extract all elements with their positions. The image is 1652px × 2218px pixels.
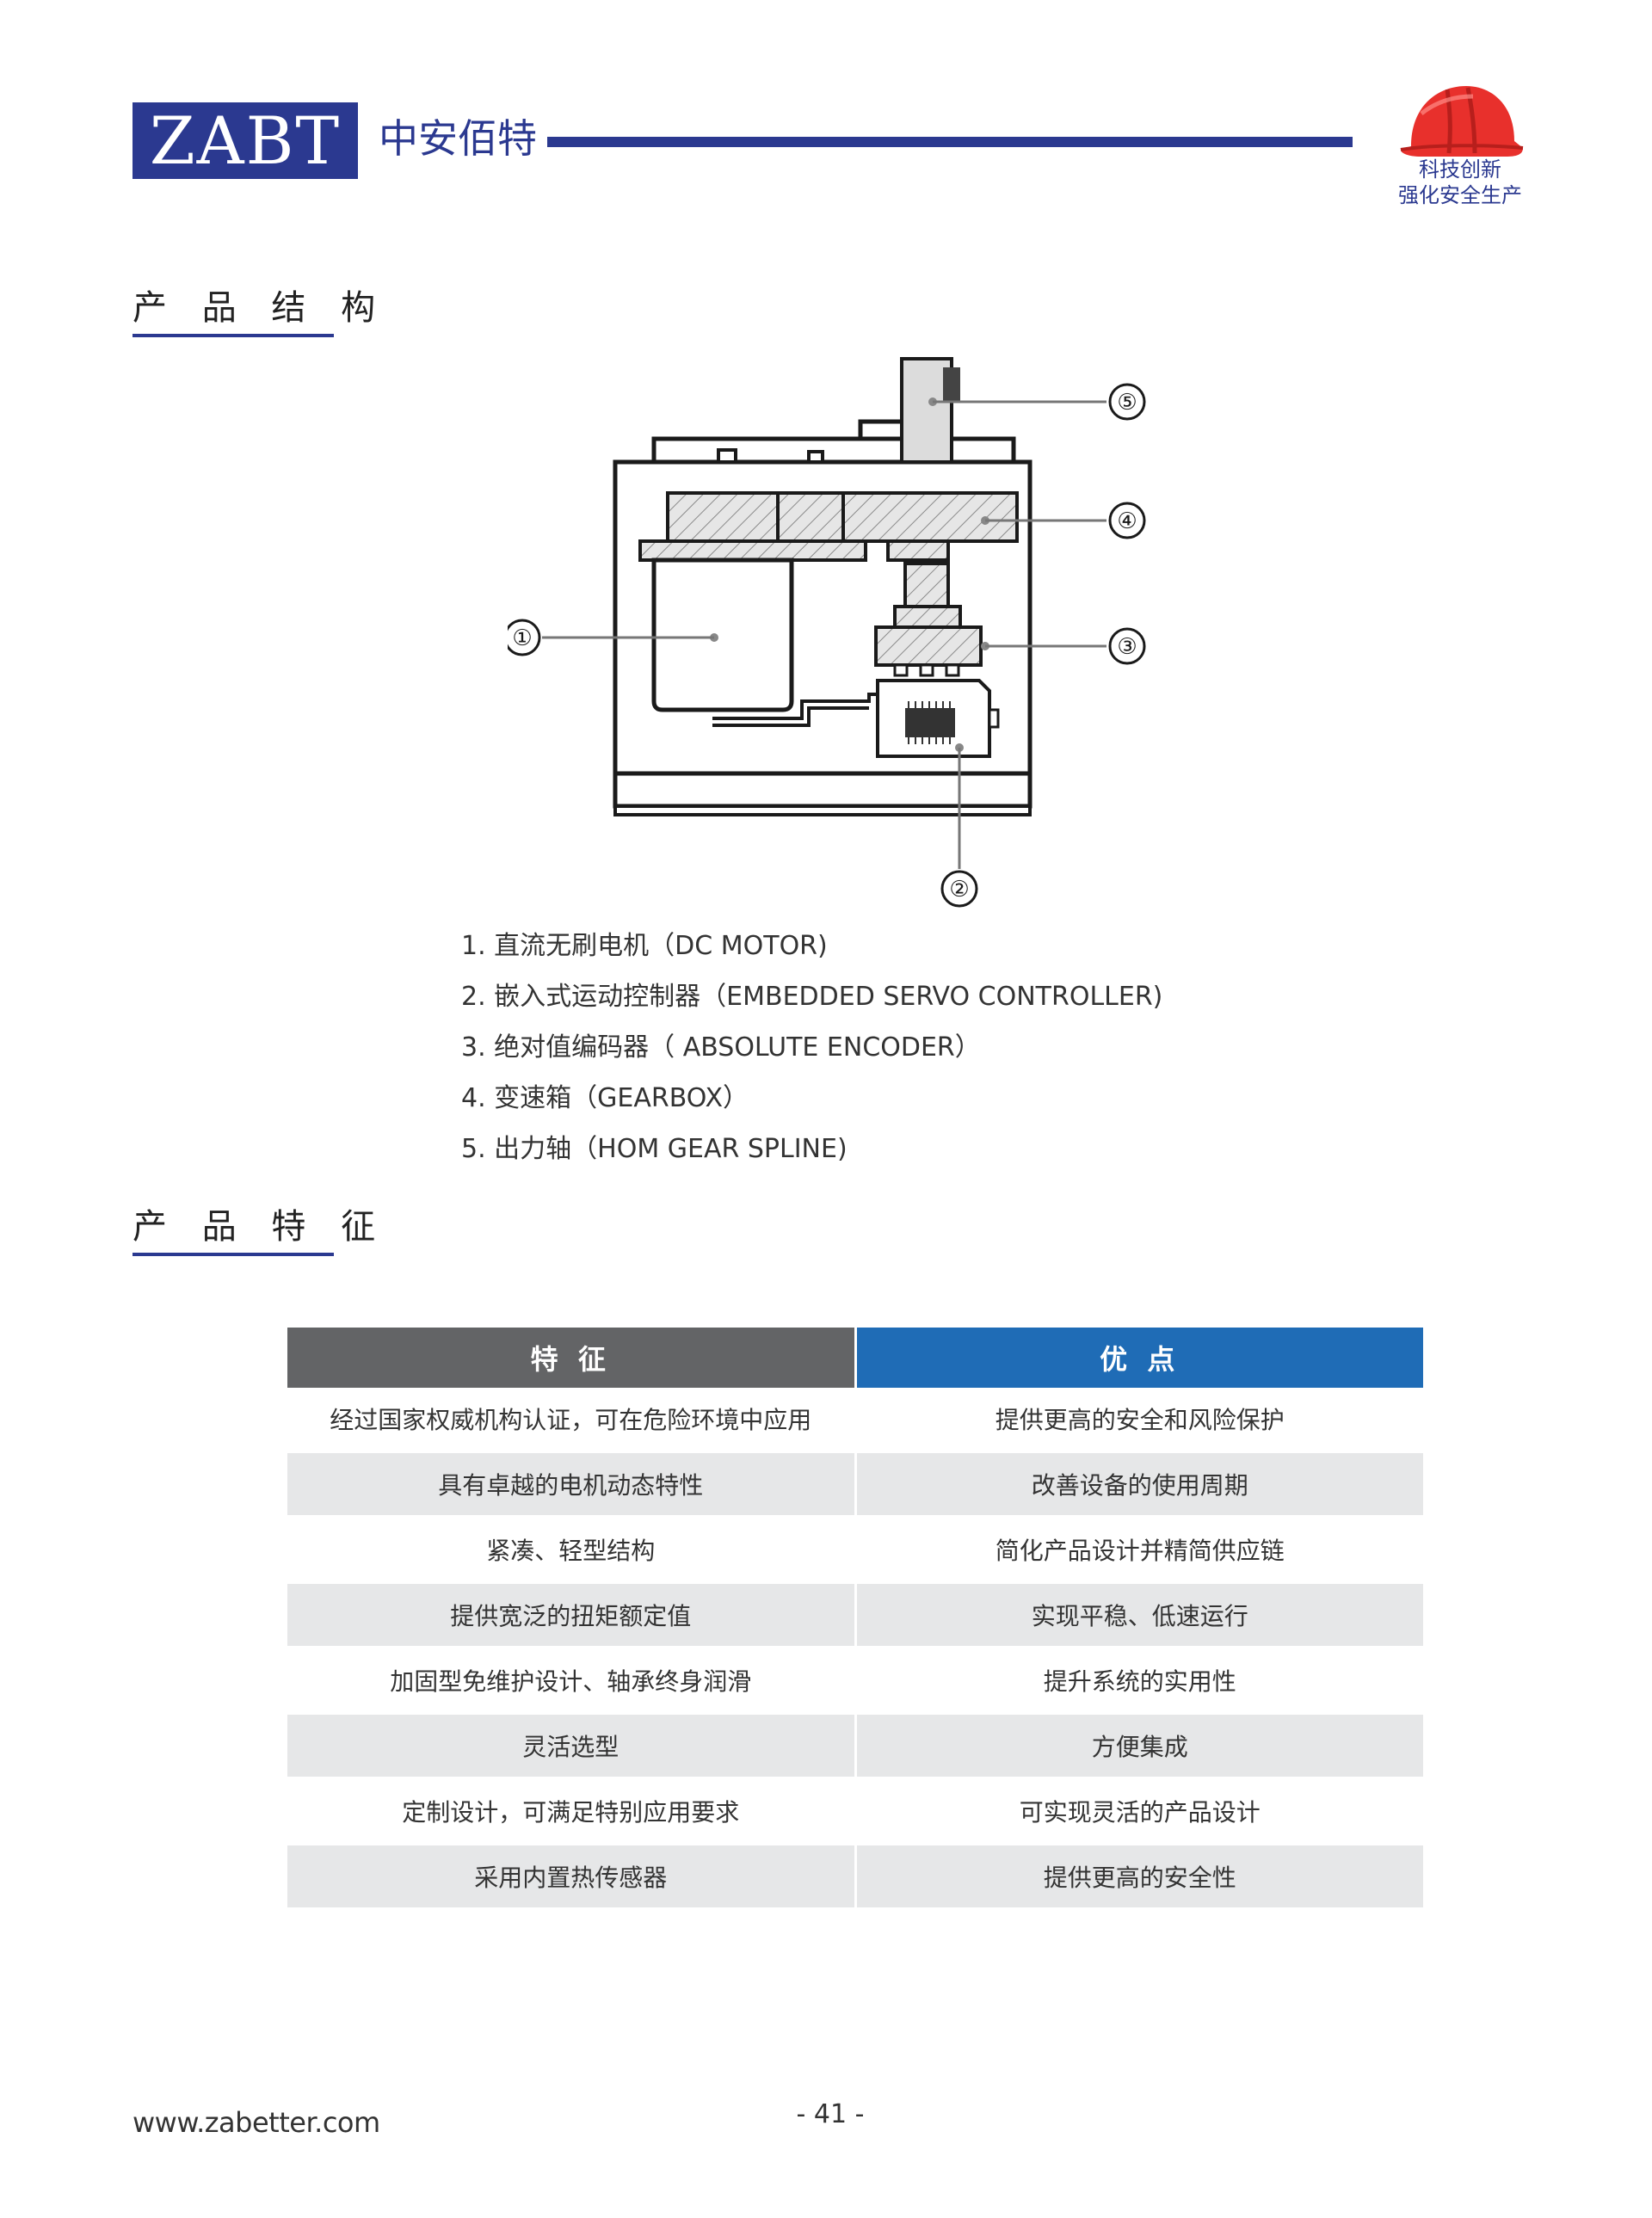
safety-helmet-icon xyxy=(1400,86,1524,157)
advantage-cell: 提供更高的安全和风险保护 xyxy=(855,1388,1423,1453)
header-divider-bar xyxy=(547,137,1353,147)
gearbox xyxy=(638,491,1019,562)
advantage-cell: 改善设备的使用周期 xyxy=(855,1451,1423,1519)
table-row: 采用内置热传感器 提供更高的安全性 xyxy=(287,1844,1423,1911)
section-underline-structure xyxy=(133,334,334,337)
advantage-cell: 简化产品设计并精简供应链 xyxy=(855,1517,1423,1584)
table-header-row: 特 征 优 点 xyxy=(287,1328,1423,1388)
feature-cell: 定制设计，可满足特别应用要求 xyxy=(287,1778,857,1845)
column-header-advantage: 优 点 xyxy=(855,1328,1423,1388)
feature-cell: 提供宽泛的扭矩额定值 xyxy=(287,1582,857,1649)
slogan-line-1: 科技创新 xyxy=(1419,157,1501,182)
table-row: 加固型免维护设计、轴承终身润滑 提升系统的实用性 xyxy=(287,1648,1423,1715)
table-row: 提供宽泛的扭矩额定值 实现平稳、低速运行 xyxy=(287,1582,1423,1649)
feature-cell: 具有卓越的电机动态特性 xyxy=(287,1451,857,1519)
callout-3: ③ xyxy=(1117,634,1137,660)
slogan-line-2: 强化安全生产 xyxy=(1398,183,1522,207)
component-item: 5. 出力轴（HOM GEAR SPLINE) xyxy=(461,1134,848,1164)
product-structure-diagram: ① ② ③ ④ ⑤ xyxy=(508,357,1146,908)
output-shaft xyxy=(900,357,960,464)
advantage-cell: 方便集成 xyxy=(855,1713,1423,1780)
callout-1: ① xyxy=(512,625,532,651)
table-row: 具有卓越的电机动态特性 改善设备的使用周期 xyxy=(287,1451,1423,1519)
feature-cell: 采用内置热传感器 xyxy=(287,1844,857,1911)
component-item: 4. 变速箱（GEARBOX） xyxy=(461,1083,749,1113)
callout-markers xyxy=(508,383,1146,908)
component-item: 1. 直流无刷电机（DC MOTOR) xyxy=(461,931,828,961)
advantage-cell: 可实现灵活的产品设计 xyxy=(855,1778,1423,1845)
advantage-cell: 实现平稳、低速运行 xyxy=(855,1582,1423,1649)
section-title-features: 产 品 特 征 xyxy=(133,1207,388,1247)
feature-cell: 灵活选型 xyxy=(287,1713,857,1780)
logo-text: ZABT xyxy=(149,102,342,179)
callout-5: ⑤ xyxy=(1117,390,1137,416)
table-row: 紧凑、轻型结构 简化产品设计并精简供应链 xyxy=(287,1517,1423,1584)
advantage-cell: 提供更高的安全性 xyxy=(855,1844,1423,1911)
advantage-cell: 提升系统的实用性 xyxy=(855,1648,1423,1715)
callout-4: ④ xyxy=(1117,508,1137,534)
page-number: - 41 - xyxy=(796,2099,865,2129)
embedded-servo-controller xyxy=(876,679,1000,758)
feature-cell: 加固型免维护设计、轴承终身润滑 xyxy=(287,1648,857,1715)
dc-motor xyxy=(651,558,794,712)
section-underline-features xyxy=(133,1253,334,1256)
section-title-structure: 产 品 结 构 xyxy=(133,288,388,328)
absolute-encoder xyxy=(874,562,989,677)
callout-2: ② xyxy=(949,877,969,903)
table-row: 经过国家权威机构认证，可在危险环境中应用 提供更高的安全和风险保护 xyxy=(287,1388,1423,1453)
component-item: 2. 嵌入式运动控制器（EMBEDDED SERVO CONTROLLER) xyxy=(461,982,1163,1012)
slogan: 科技创新 强化安全生产 xyxy=(1387,157,1533,208)
component-item: 3. 绝对值编码器（ ABSOLUTE ENCODER） xyxy=(461,1032,981,1063)
feature-cell: 紧凑、轻型结构 xyxy=(287,1517,857,1584)
company-name-cn: 中安佰特 xyxy=(379,115,537,162)
feature-table: 特 征 优 点 经过国家权威机构认证，可在危险环境中应用 提供更高的安全和风险保… xyxy=(287,1328,1423,1911)
company-logo: ZABT xyxy=(133,102,358,179)
website-link[interactable]: www.zabetter.com xyxy=(133,2106,380,2139)
table-row: 灵活选型 方便集成 xyxy=(287,1713,1423,1780)
column-header-feature: 特 征 xyxy=(287,1328,857,1388)
table-row: 定制设计，可满足特别应用要求 可实现灵活的产品设计 xyxy=(287,1778,1423,1845)
component-list: 1. 直流无刷电机（DC MOTOR) 2. 嵌入式运动控制器（EMBEDDED… xyxy=(461,921,1162,1174)
feature-cell: 经过国家权威机构认证，可在危险环境中应用 xyxy=(287,1388,857,1453)
